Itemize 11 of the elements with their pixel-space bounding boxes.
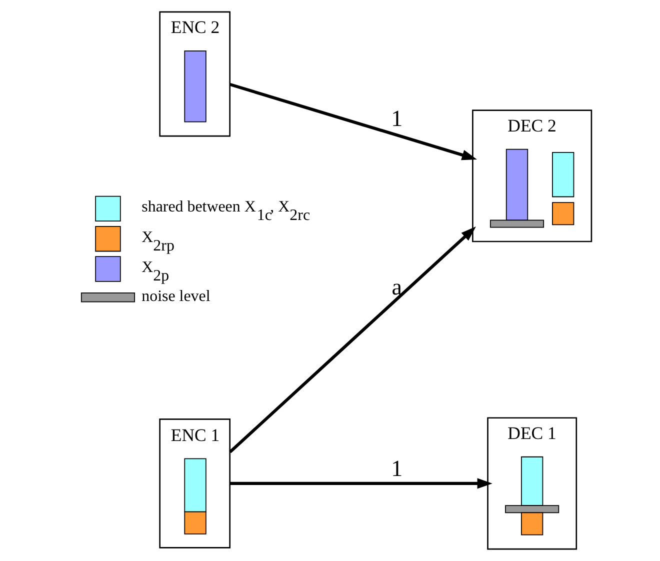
arrow <box>230 82 478 160</box>
node-box: ENC 2 <box>159 11 231 137</box>
node-box: DEC 1 <box>487 417 578 550</box>
arrow <box>230 478 492 489</box>
edge-label: 1 <box>391 455 403 482</box>
edge-label: a <box>392 274 402 300</box>
node-box: DEC 2 <box>472 110 592 242</box>
arrow <box>229 226 476 454</box>
legend-label: noise level <box>142 288 210 306</box>
node-box: ENC 1 <box>159 418 231 548</box>
edge-label: 1 <box>391 105 403 132</box>
